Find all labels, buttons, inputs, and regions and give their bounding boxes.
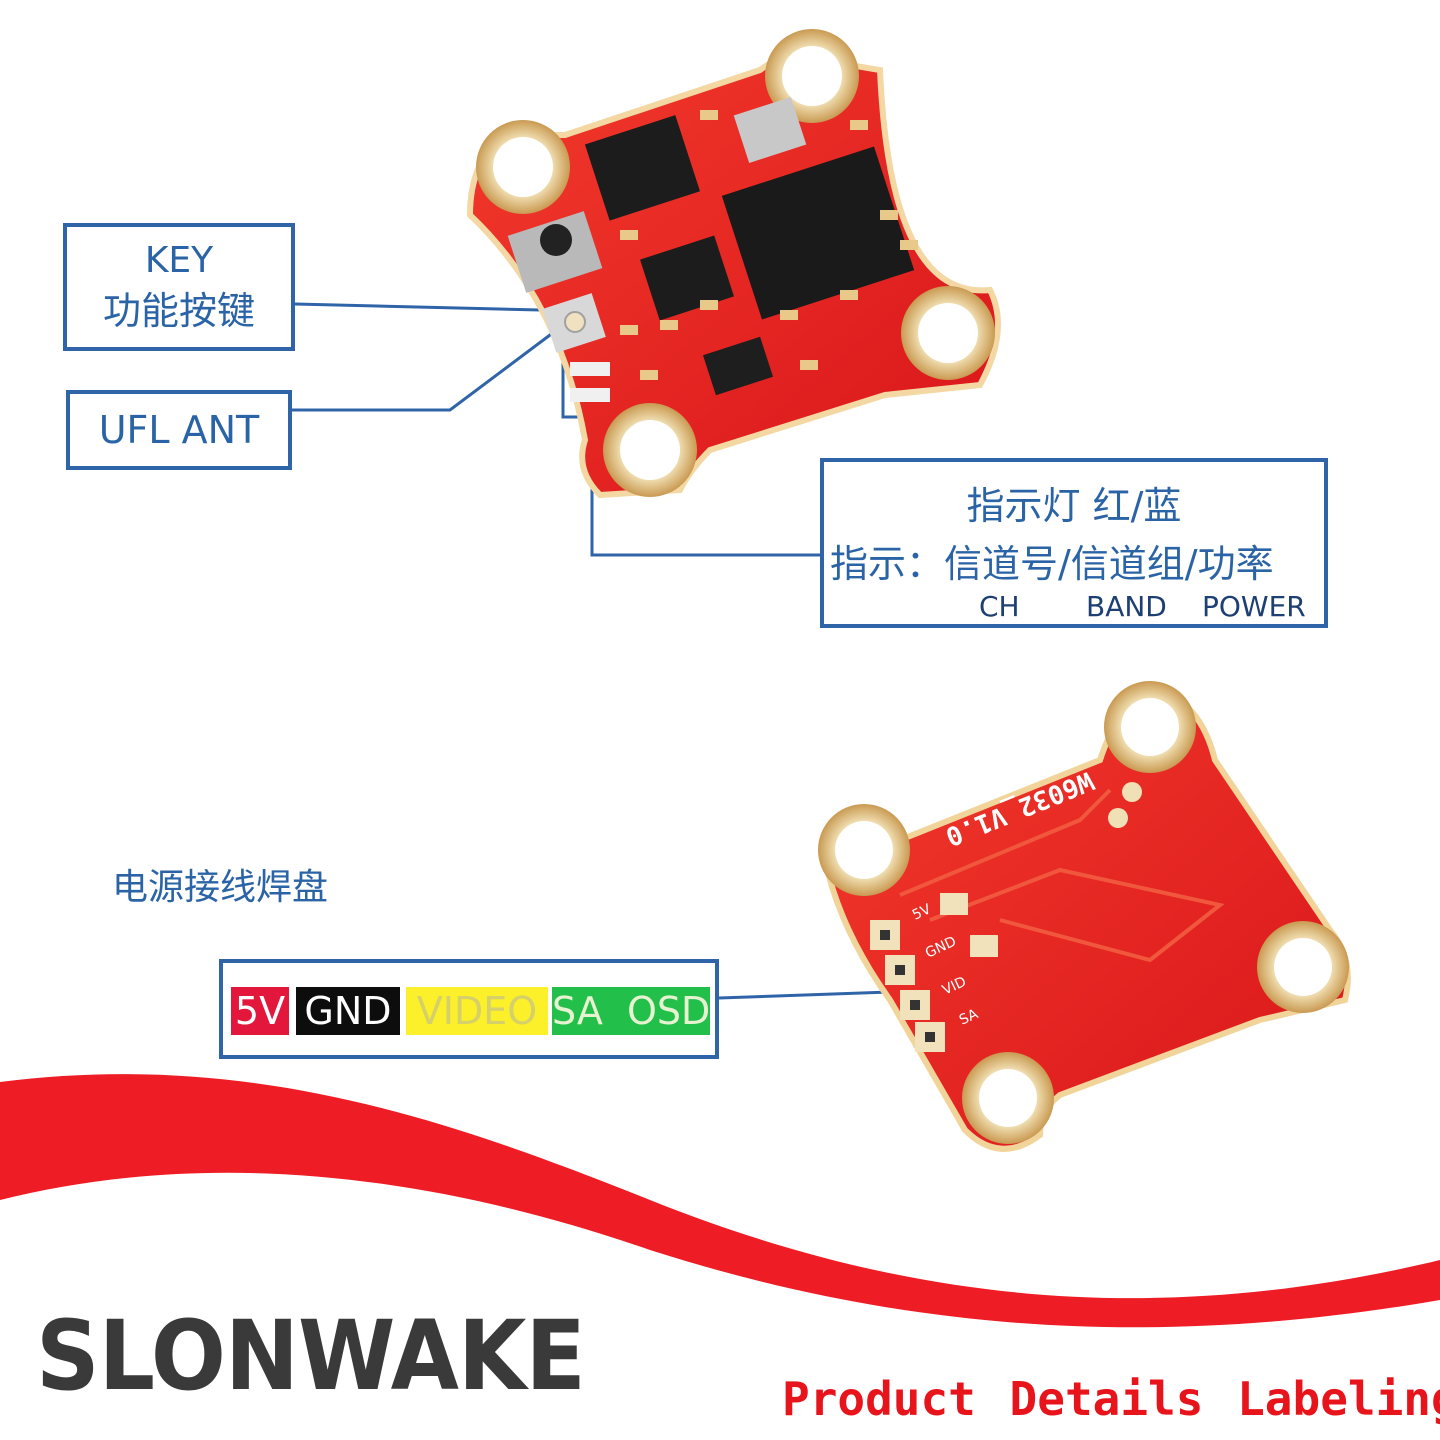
chip [640,235,734,321]
tagline: Product Details Labeling [782,1372,1440,1426]
crystal [733,96,807,164]
pin-video: VIDEO [406,987,548,1035]
main-chip [721,146,915,320]
power-pads-title: 电源接线焊盘 [112,867,329,908]
key-label-box: KEY 功能按键 [63,223,295,351]
led-label-box: 指示灯 红/蓝 指示：信道号/信道组/功率 CH BAND POWER [820,458,1328,628]
led [570,362,610,376]
pin-legend: 5V GND VIDEO SA OSD [219,959,719,1059]
led-label-desc: 指示：信道号/信道组/功率 [830,542,1274,586]
key-button-cap [540,224,572,256]
led-power: POWER [1202,590,1306,623]
silk-5v: 5V [910,901,934,923]
red-swoosh [0,1074,1440,1328]
led-label-en: CH BAND POWER [824,590,1324,626]
passives [620,110,918,380]
traces [899,788,1225,963]
vtx-board-front [466,29,1001,499]
led-label-title: 指示灯 红/蓝 [966,484,1182,528]
key-label: KEY [144,240,214,281]
led-band: BAND [1086,590,1167,623]
key-label-cn: 功能按键 [102,289,255,333]
solder-pads [870,893,998,1052]
led [570,388,610,402]
pin-gnd: GND [296,987,400,1035]
led-ch: CH [979,590,1020,623]
pcb-back [821,686,1351,1152]
test-pad [1122,782,1142,802]
brand-logo: SLONWAKE [36,1300,586,1412]
pin-5v: 5V [231,987,289,1035]
test-pad [1108,808,1128,828]
regulator [702,336,774,396]
vtx-board-back: W6032_V1.0 5V GND VID SA [818,681,1351,1152]
silk-sa: SA [957,1006,981,1029]
ufl-ant-label: UFL ANT [66,390,292,470]
pin-sa-osd: SA OSD [552,987,711,1035]
chip [584,115,701,221]
